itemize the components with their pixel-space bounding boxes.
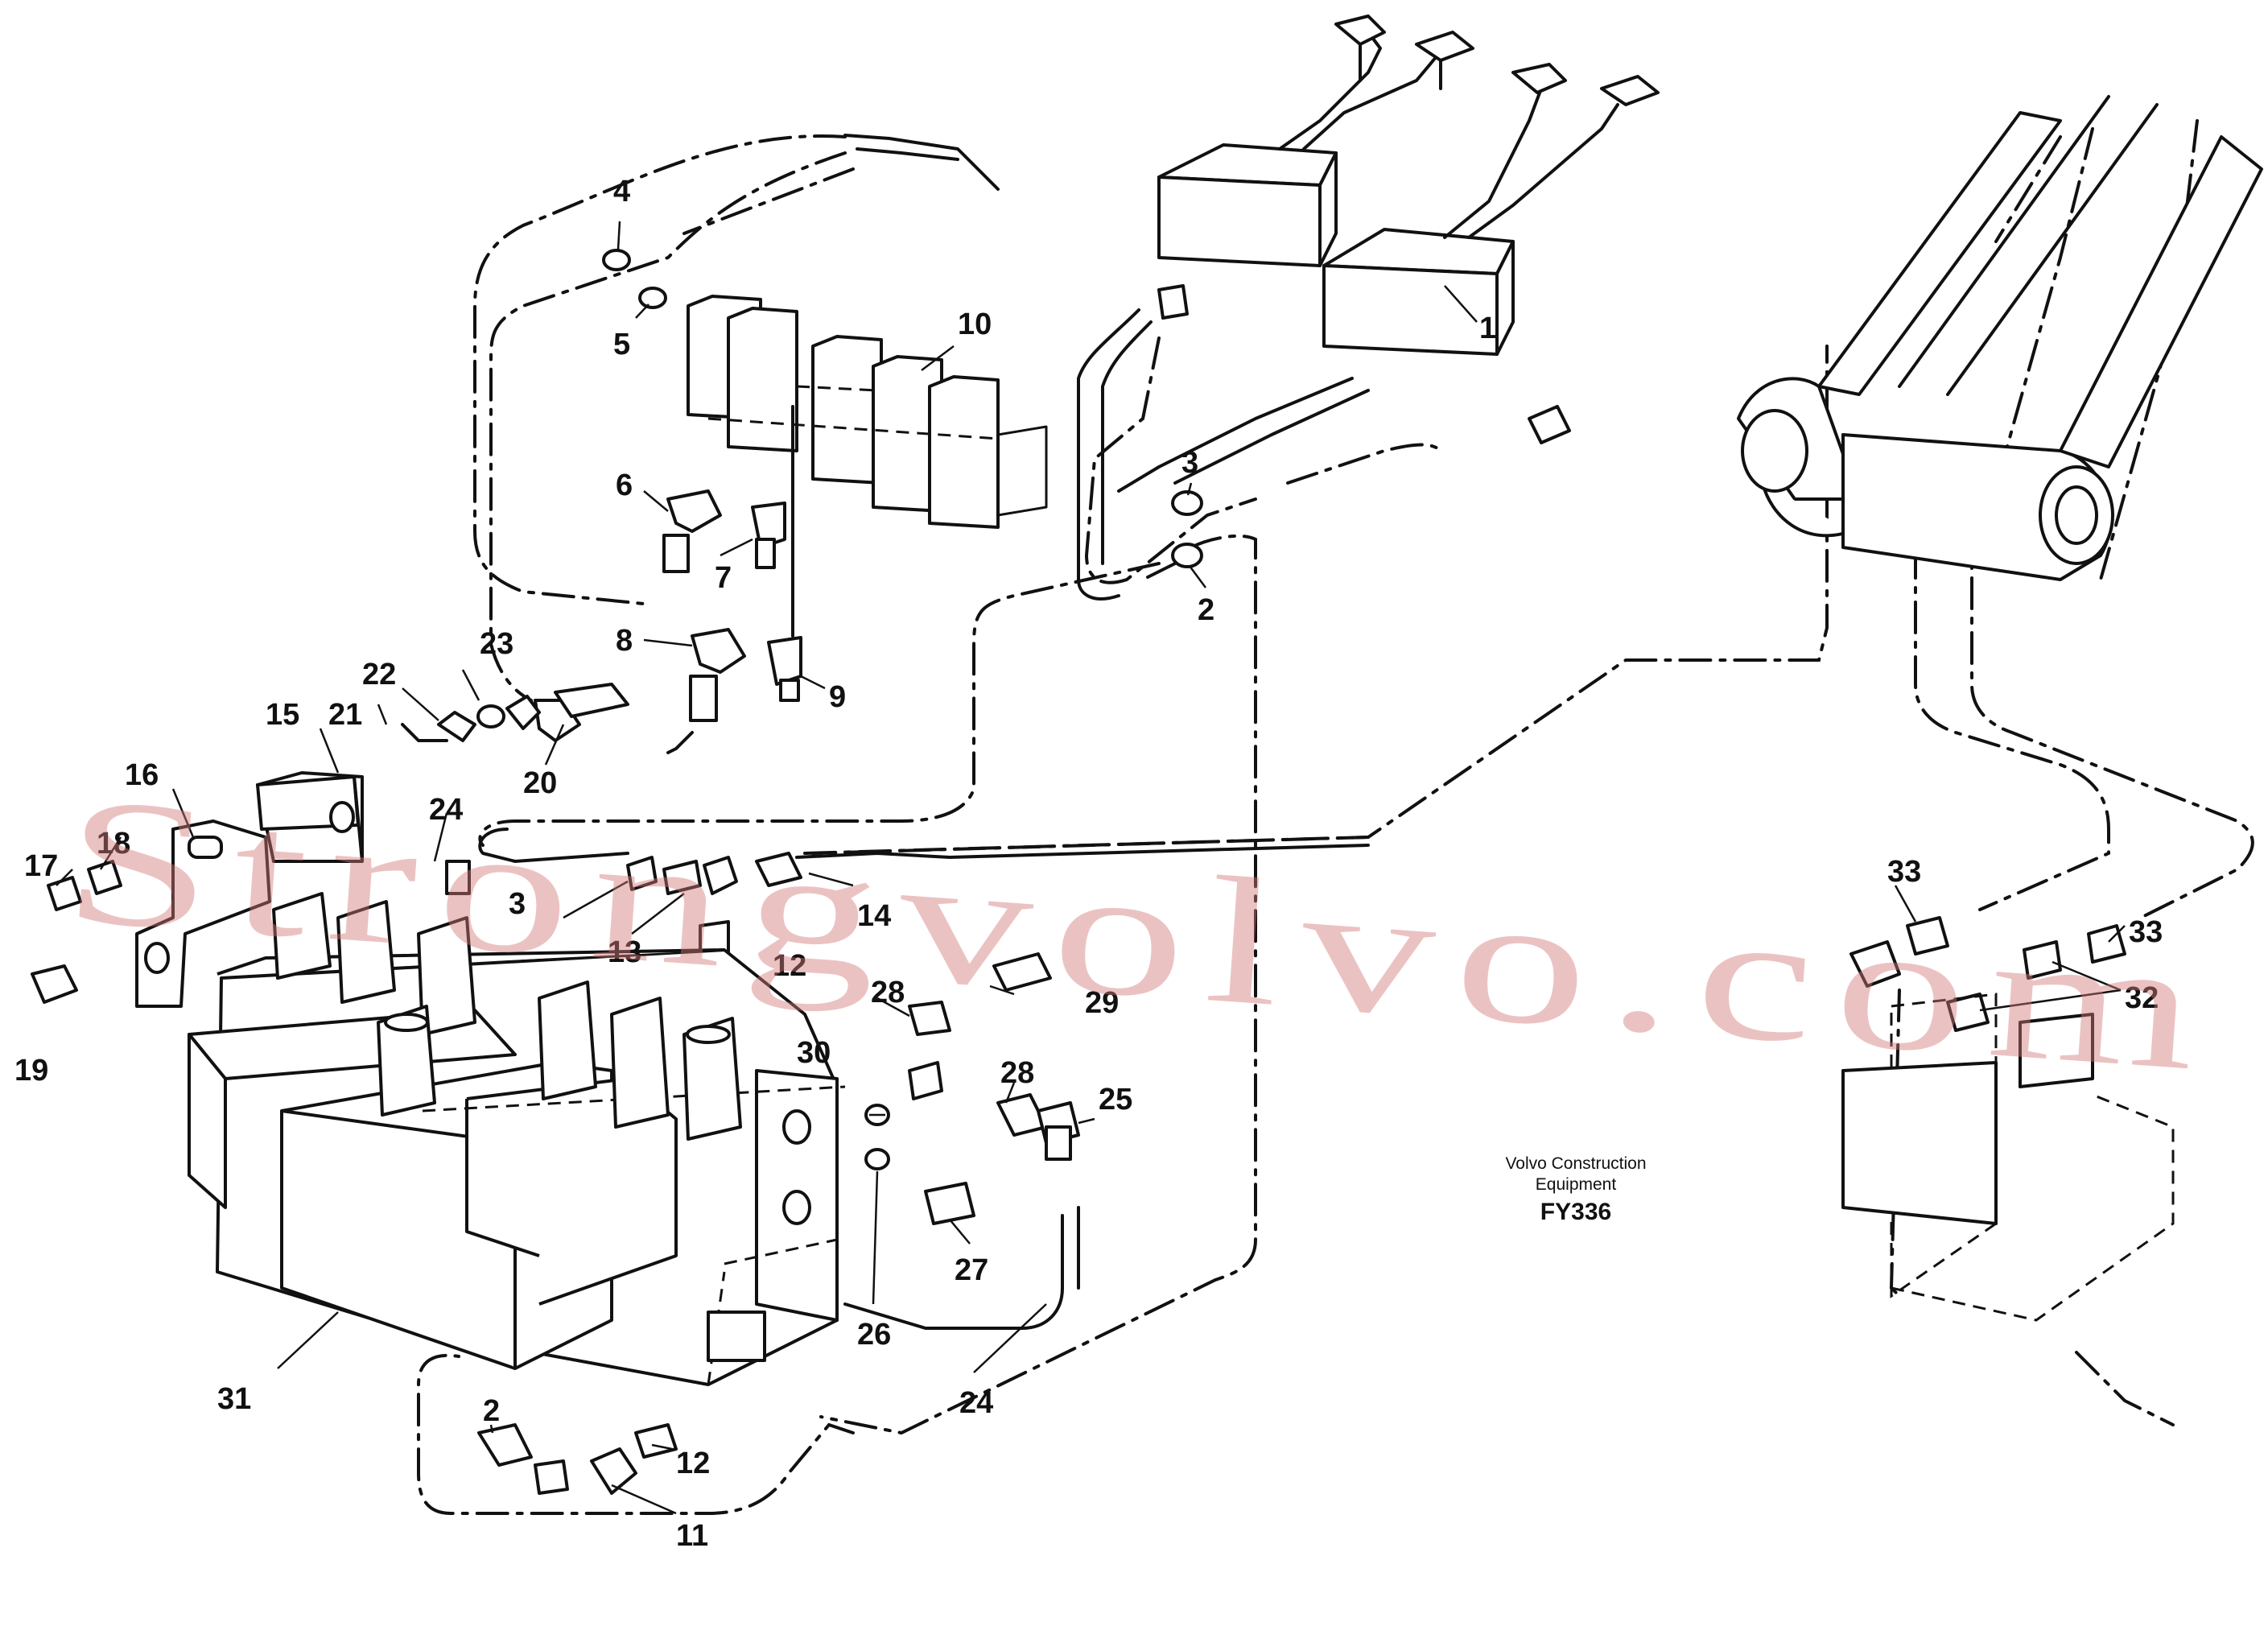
- label-5: 5: [613, 328, 630, 361]
- label-32: 32: [2125, 981, 2159, 1015]
- auxiliary-block: [1841, 993, 2175, 1322]
- label-33-right: 33: [2129, 915, 2163, 949]
- bracket-and-solenoid: [31, 771, 364, 1008]
- label-16: 16: [125, 758, 159, 792]
- label-26: 26: [857, 1318, 891, 1352]
- main-control-valve: [188, 948, 846, 1386]
- label-8: 8: [616, 624, 633, 658]
- label-24-top: 24: [429, 793, 463, 827]
- label-3-left: 3: [509, 887, 526, 921]
- label-17: 17: [24, 849, 58, 883]
- label-30: 30: [797, 1036, 831, 1070]
- credit-block: Volvo Construction Equipment FY336: [1505, 1154, 1646, 1225]
- pilot-valve-left: [1157, 14, 1474, 267]
- label-4: 4: [613, 175, 630, 208]
- label-19: 19: [14, 1054, 48, 1088]
- part-labels: 1 2 2 3 3 4 5 6 7 8 9 10 11 12 12 13 14 …: [14, 175, 2163, 1553]
- label-33-left: 33: [1887, 855, 1921, 889]
- label-10: 10: [958, 308, 992, 341]
- label-23: 23: [480, 627, 513, 661]
- label-28-mid: 28: [871, 976, 905, 1009]
- credit-line-1: Volvo Construction: [1505, 1154, 1646, 1173]
- label-31: 31: [217, 1382, 251, 1416]
- label-20: 20: [523, 766, 557, 800]
- hose-lines: [401, 134, 1370, 1330]
- label-13: 13: [608, 935, 641, 969]
- label-12-bottom: 12: [676, 1447, 710, 1480]
- label-18: 18: [97, 827, 130, 861]
- leader-lines: [56, 221, 2126, 1515]
- drawing-code: FY336: [1540, 1199, 1611, 1225]
- valve-caps: [272, 892, 742, 1141]
- label-11: 11: [676, 1519, 708, 1553]
- credit-line-2: Equipment: [1536, 1175, 1617, 1194]
- fittings: [437, 249, 2126, 1495]
- label-29: 29: [1085, 986, 1119, 1020]
- label-7: 7: [715, 561, 732, 595]
- label-24-bottom: 24: [959, 1386, 993, 1420]
- label-14: 14: [857, 899, 891, 933]
- solenoid-valve-stack: [687, 295, 1048, 638]
- label-28-right: 28: [1000, 1056, 1034, 1090]
- label-2-top: 2: [1198, 593, 1214, 627]
- label-12-mid: 12: [773, 949, 806, 983]
- label-22: 22: [362, 658, 396, 691]
- label-15: 15: [266, 698, 299, 732]
- label-2-bottom: 2: [483, 1394, 500, 1428]
- label-25: 25: [1099, 1083, 1132, 1117]
- boom-arm: [1737, 95, 2263, 581]
- pilot-valve-right: [1322, 63, 1660, 356]
- label-27: 27: [955, 1253, 988, 1287]
- label-9: 9: [829, 680, 846, 714]
- label-21: 21: [328, 698, 362, 732]
- label-1: 1: [1479, 312, 1496, 345]
- label-3-top: 3: [1181, 446, 1198, 480]
- label-6: 6: [616, 469, 633, 502]
